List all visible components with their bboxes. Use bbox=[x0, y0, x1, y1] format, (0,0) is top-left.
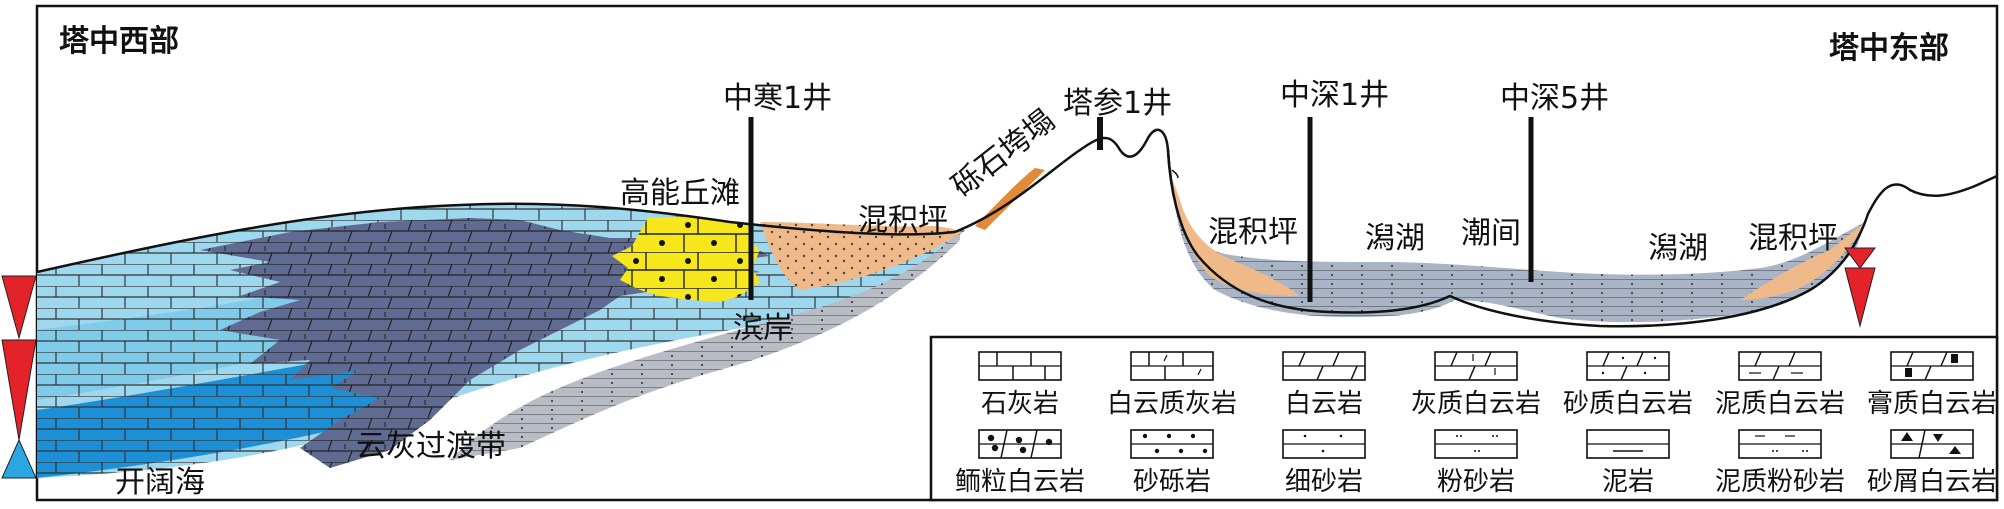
label-mixed-flat-east1: 混积坪 bbox=[1208, 215, 1298, 250]
legend-label-gypsiferous-dolomite: 膏质白云岩 bbox=[1867, 389, 1997, 419]
triangle-red-1 bbox=[1, 275, 37, 340]
legend-label-limestone: 石灰岩 bbox=[981, 389, 1059, 419]
legend-label-argillaceous-siltstone: 泥质粉砂岩 bbox=[1715, 467, 1845, 497]
sequence-triangles-left bbox=[1, 275, 37, 479]
region-west: 塔中西部 bbox=[59, 24, 179, 59]
legend-label-mudstone: 泥岩 bbox=[1602, 467, 1654, 497]
legend-swatch-limestone bbox=[978, 351, 1062, 381]
legend-swatch-argillaceous-siltstone bbox=[1738, 429, 1822, 459]
legend-label-fine-sandstone: 细砂岩 bbox=[1285, 467, 1363, 497]
sequence-triangles-east bbox=[1844, 247, 1876, 328]
label-lagoon2: 潟湖 bbox=[1648, 231, 1708, 266]
triangle-red-east-large bbox=[1844, 267, 1876, 328]
legend-swatch-sandy-dolomite bbox=[1586, 351, 1670, 381]
legend-swatch-mudstone bbox=[1586, 429, 1670, 459]
east-basin bbox=[1166, 149, 1998, 328]
legend-swatch-glutenite bbox=[1130, 429, 1214, 459]
legend-label-dolomitic-limestone: 白云质灰岩 bbox=[1107, 389, 1237, 419]
legend-label-glutenite: 砂砾岩 bbox=[1133, 467, 1211, 497]
legend-swatch-dolomitic-limestone bbox=[1130, 351, 1214, 381]
label-shore: 滨岸 bbox=[733, 311, 793, 346]
well-label-zhongshen5: 中深5井 bbox=[1500, 81, 1609, 116]
well-label-tacan1: 塔参1井 bbox=[1063, 86, 1172, 121]
legend-swatch-dolomite bbox=[1282, 351, 1366, 381]
legend-swatch-calcarenite-dolomite bbox=[1890, 429, 1974, 459]
legend-swatch-oolitic-dolomite bbox=[978, 429, 1062, 459]
legend-swatch-fine-sandstone bbox=[1282, 429, 1366, 459]
region-east: 塔中东部 bbox=[1829, 31, 1949, 66]
legend-label-calcareous-dolomite: 灰质白云岩 bbox=[1411, 389, 1541, 419]
legend-label-argillaceous-dolomite: 泥质白云岩 bbox=[1715, 389, 1845, 419]
label-intertidal: 潮间 bbox=[1461, 216, 1521, 251]
triangle-red-east-small bbox=[1844, 247, 1876, 269]
label-open-sea: 开阔海 bbox=[115, 465, 205, 500]
legend: 石灰岩 白云质灰岩 白云岩 灰质白云岩砂质白云岩泥质白云岩膏质白云岩鲕粒白云岩 砂砾岩 细… bbox=[929, 335, 1999, 502]
label-gravel-collapse: 砾石垮塌 bbox=[945, 103, 1061, 204]
triangle-blue-1 bbox=[1, 438, 37, 479]
legend-label-sandy-dolomite: 砂质白云岩 bbox=[1563, 389, 1693, 419]
well-label-zhongshen1: 中深1井 bbox=[1280, 78, 1389, 113]
legend-swatch-calcareous-dolomite bbox=[1434, 351, 1518, 381]
legend-label-calcarenite-dolomite: 砂屑白云岩 bbox=[1867, 467, 1997, 497]
well-label-zhonghan1: 中寒1井 bbox=[723, 81, 832, 116]
label-transition-zone: 云灰过渡带 bbox=[356, 429, 506, 464]
west-platform bbox=[36, 168, 1045, 478]
legend-label-siltstone: 粉砂岩 bbox=[1437, 467, 1515, 497]
legend-swatch-argillaceous-dolomite bbox=[1738, 351, 1822, 381]
label-mixed-flat-west: 混积坪 bbox=[858, 203, 948, 238]
legend-swatch-gypsiferous-dolomite bbox=[1890, 351, 1974, 381]
triangle-red-2 bbox=[1, 339, 37, 441]
label-high-energy-shoal: 高能丘滩 bbox=[620, 176, 740, 211]
label-lagoon1: 潟湖 bbox=[1365, 221, 1425, 256]
legend-label-dolomite: 白云岩 bbox=[1285, 389, 1363, 419]
legend-label-oolitic-dolomite: 鲕粒白云岩 bbox=[955, 467, 1085, 497]
label-mixed-flat-east2: 混积坪 bbox=[1748, 221, 1838, 256]
legend-swatch-siltstone bbox=[1434, 429, 1518, 459]
wells: 中寒1井 塔参1井 中深1井 中深5井 bbox=[723, 78, 1609, 302]
